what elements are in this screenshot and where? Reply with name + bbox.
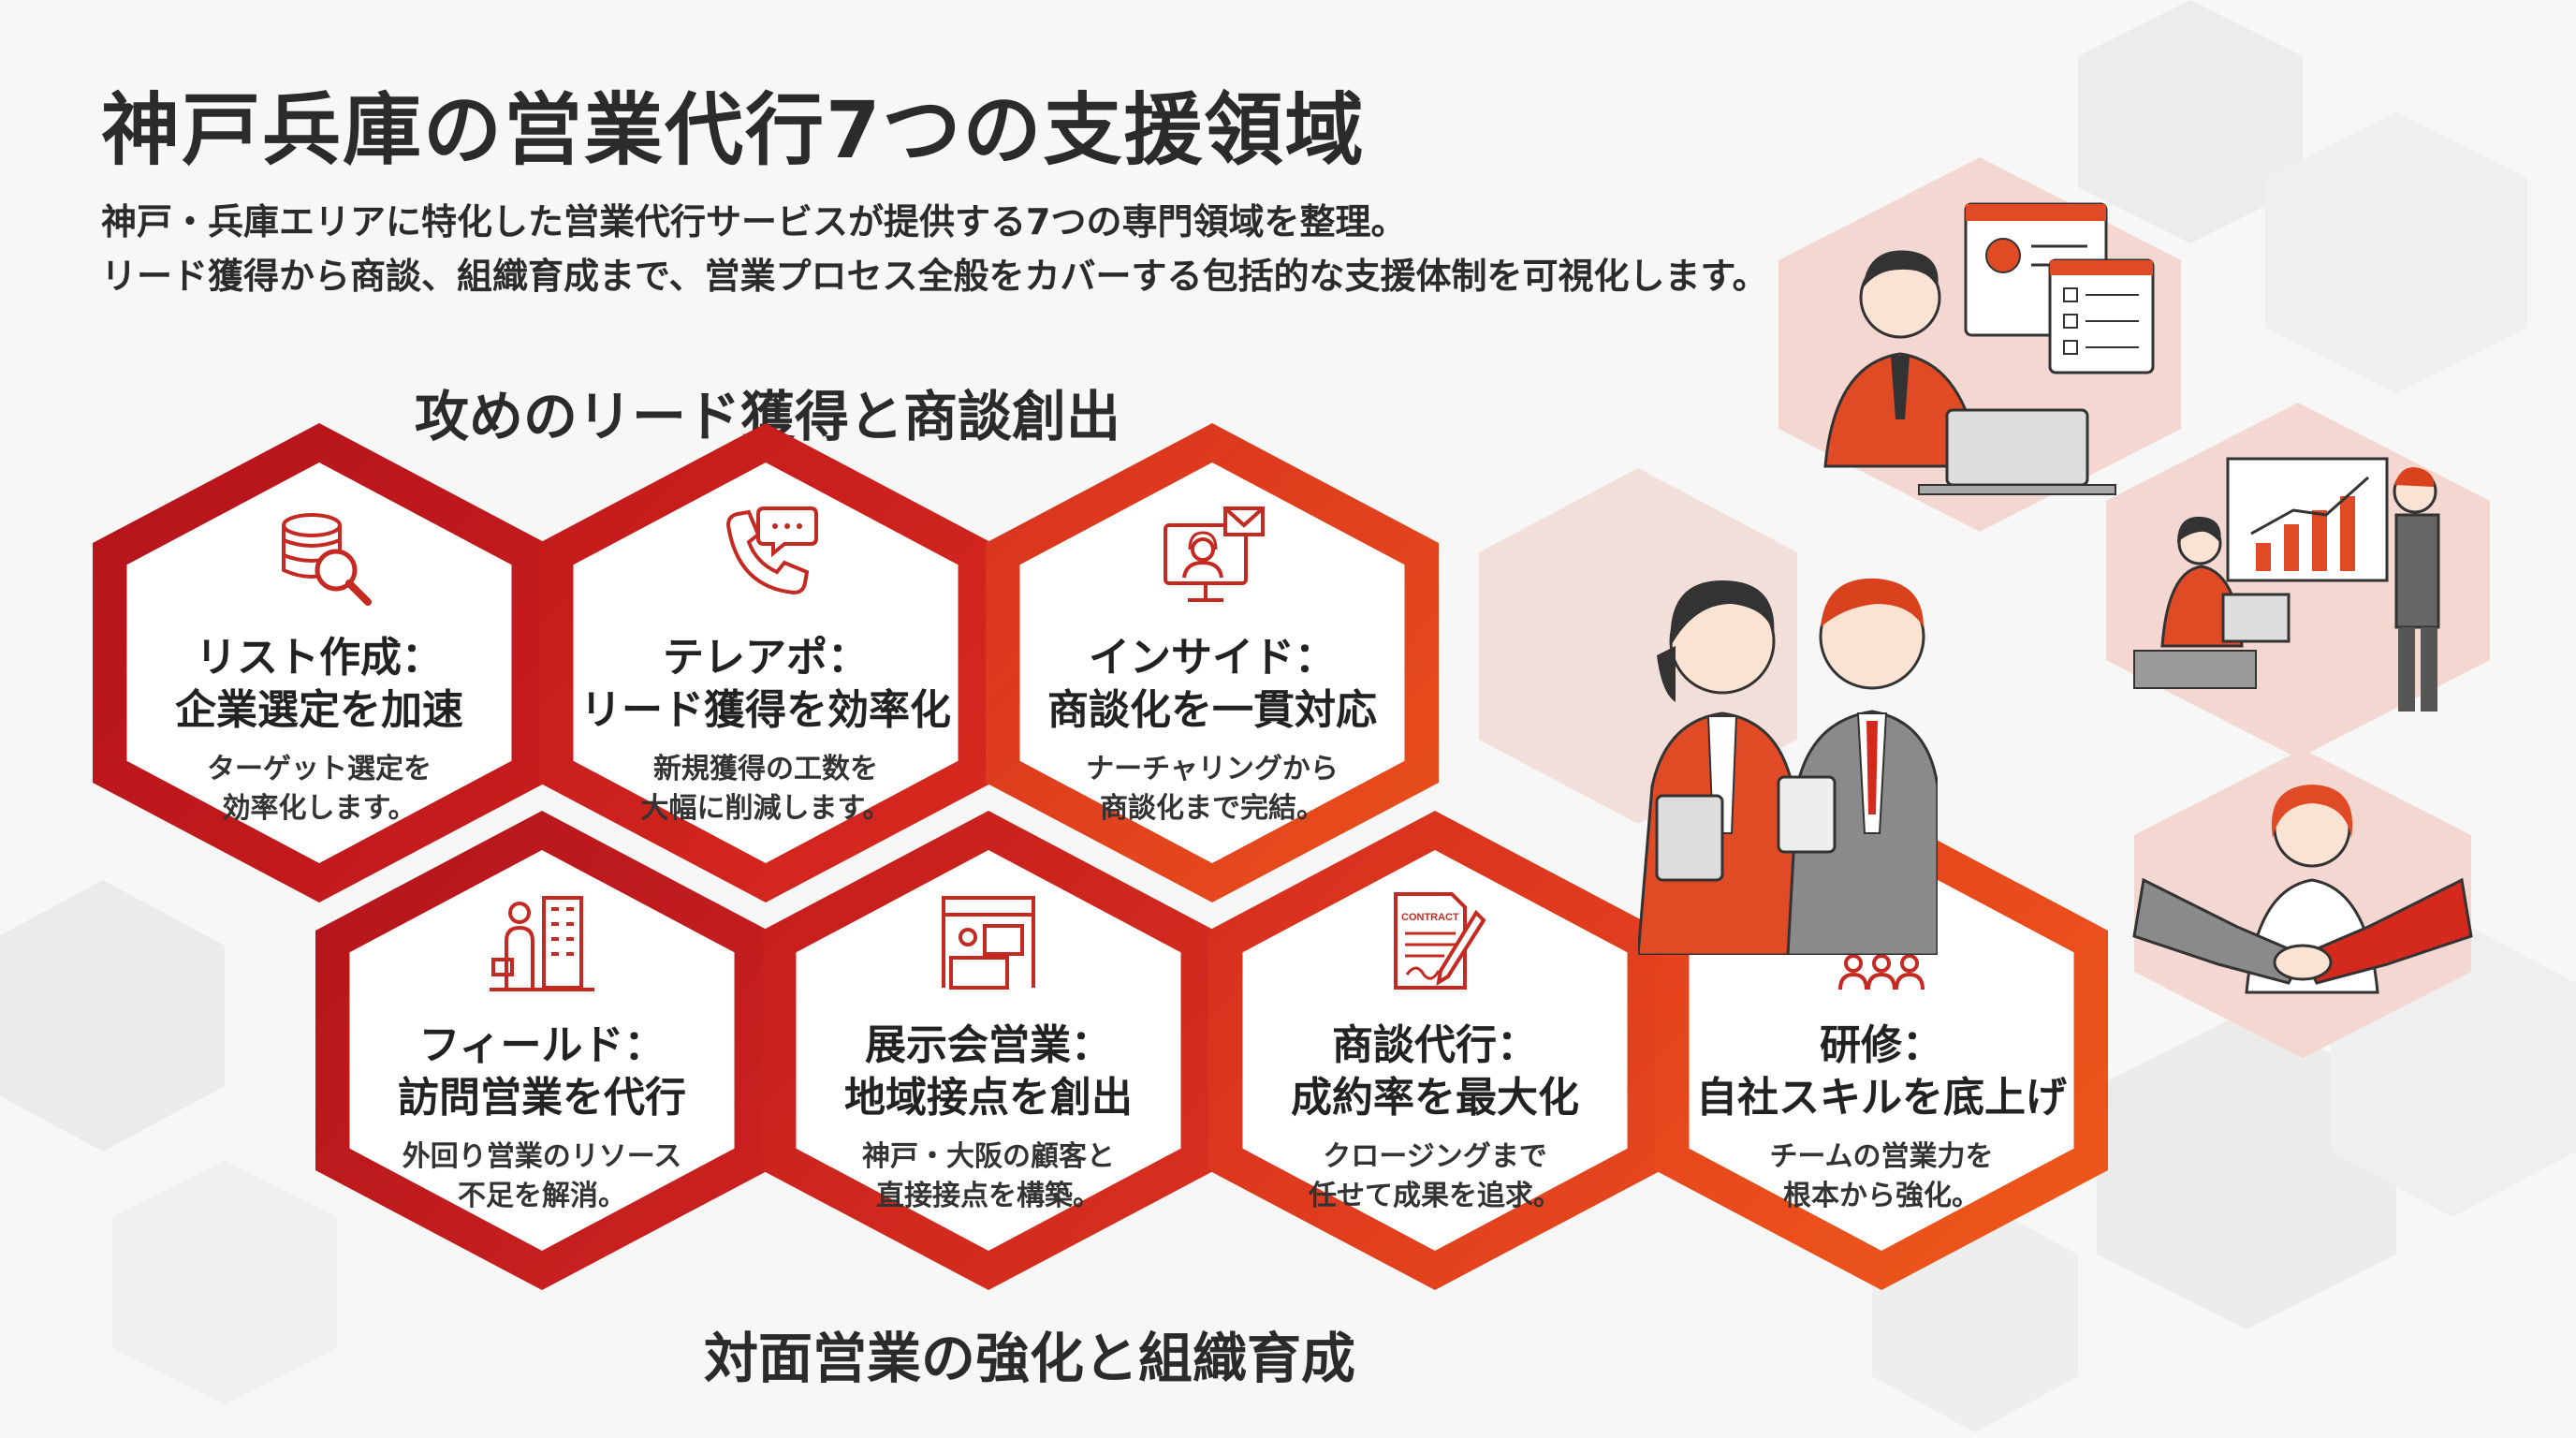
hex-description-line-1: ナーチャリングから (1086, 753, 1339, 785)
hex-description-line-1: 神戸・大阪の顧客と (862, 1140, 1115, 1173)
hex-description-line-1: ターゲット選定を (207, 753, 432, 785)
visit-building-icon (490, 896, 594, 991)
handshake-illustration (2132, 749, 2473, 1058)
hex-description-line-2: 不足を解消。 (458, 1180, 626, 1212)
presentation-illustration (2106, 403, 2490, 758)
hex-frame (986, 423, 1439, 902)
phone-chat-icon (725, 506, 818, 595)
hex-title-line-1: 展示会営業： (865, 1021, 1112, 1069)
hex-card-1: リスト作成：企業選定を加速ターゲット選定を効率化します。 (89, 419, 549, 906)
page-subtitle: 神戸・兵庫エリアに特化した営業代行サービスが提供する7つの専門領域を整理。 リー… (101, 195, 1768, 303)
hex-title-line-1: テレアポ： (663, 634, 869, 682)
hex-title-line-1: 商談代行： (1332, 1021, 1538, 1069)
subtitle-line-1: 神戸・兵庫エリアに特化した営業代行サービスが提供する7つの専門領域を整理。 (101, 201, 1407, 242)
hex-card-3: インサイド：商談化を一貫対応ナーチャリングから商談化まで完結。 (982, 419, 1442, 906)
hex-description-line-1: クロージングまで (1323, 1140, 1547, 1173)
monitor-headset-mail-icon (1164, 506, 1265, 602)
hex-frame (1208, 811, 1661, 1290)
hex-frame (539, 423, 992, 902)
hex-title-line-2: 成約率を最大化 (1291, 1074, 1579, 1122)
hex-description-line-1: チームの営業力を (1769, 1140, 1994, 1173)
hex-card-6: CONTRACT 商談代行： 成約率を最大化クロージングまで任せて成果を追求。 (1205, 807, 1665, 1294)
hex-description-line-1: 外回り営業のリソース (402, 1140, 682, 1173)
hex-title-line-2: 地域接点を創出 (844, 1074, 1133, 1122)
hex-frame (93, 423, 546, 902)
svg-text:CONTRACT: CONTRACT (1401, 912, 1459, 923)
hex-title-line-1: フィールド： (418, 1021, 666, 1069)
subtitle-line-2: リード獲得から商談、組織育成まで、営業プロセス全般をカバーする包括的な支援体制を… (101, 256, 1768, 297)
hex-description-line-1: 新規獲得の工数を (653, 753, 878, 785)
hex-title-line-1: リスト作成： (196, 634, 443, 682)
hex-card-5: 展示会営業： 地域接点を創出神戸・大阪の顧客と直接接点を構築。 (758, 807, 1219, 1294)
hex-description-line-2: 任せて成果を追求。 (1309, 1180, 1561, 1212)
hex-description-line-2: 商談化まで完結。 (1100, 792, 1325, 825)
hex-card-4: フィールド： 訪問営業を代行外回り営業のリソース不足を解消。 (312, 807, 772, 1294)
hex-card-2: テレアポ：リード獲得を効率化新規獲得の工数を大幅に削減します。 (535, 419, 996, 906)
hex-description-line-2: 直接接点を構築。 (876, 1180, 1101, 1212)
hex-title-line-2: 企業選定を加速 (175, 686, 463, 734)
hex-description-line-2: 大幅に削減します。 (640, 792, 891, 825)
hex-frame (315, 811, 768, 1290)
hex-description-line-2: 根本から強化。 (1783, 1180, 1980, 1212)
hex-title-line-2: 訪問営業を代行 (398, 1074, 686, 1122)
page-title: 神戸兵庫の営業代行7つの支援領域 (101, 84, 1366, 176)
hex-description-line-2: 効率化します。 (222, 792, 417, 825)
section-label-bottom: 対面営業の強化と組織育成 (703, 1327, 1356, 1390)
hex-frame (762, 811, 1215, 1290)
exhibition-booth-icon (942, 896, 1035, 990)
database-search-icon (282, 513, 372, 606)
online-meeting-illustration (1778, 157, 2181, 532)
hex-title-line-2: 自社スキルを底上げ (1696, 1074, 2067, 1122)
hex-title-line-2: リード獲得を効率化 (580, 686, 951, 734)
contract-pen-icon: CONTRACT (1394, 892, 1486, 990)
hex-title-line-1: インサイド： (1089, 634, 1336, 682)
hex-title-line-2: 商談化を一貫対応 (1047, 686, 1377, 734)
hex-title-line-1: 研修： (1820, 1021, 1943, 1069)
business-duo-illustration (1638, 578, 1938, 955)
